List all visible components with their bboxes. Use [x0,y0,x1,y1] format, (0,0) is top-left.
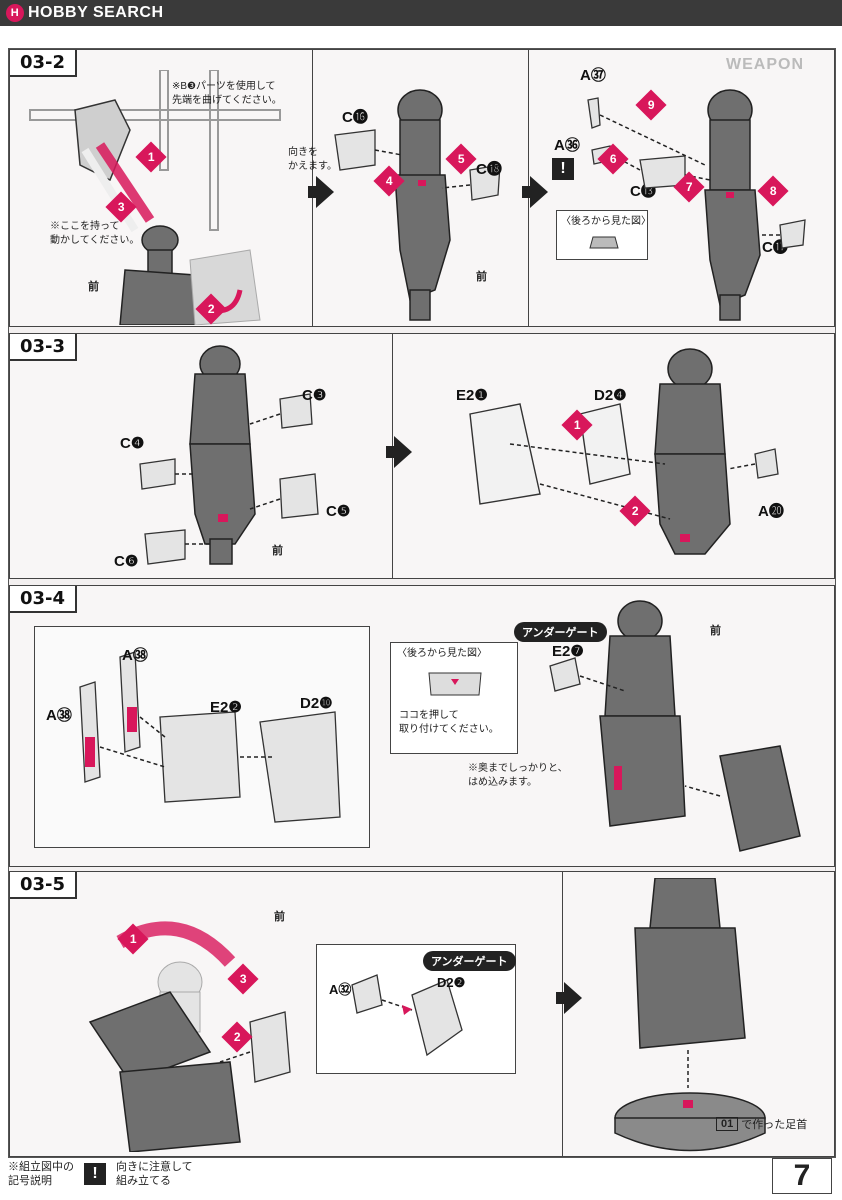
forward-label: 前 [476,271,487,283]
part-c18: C⓲ [476,161,502,178]
part-e2-1: E2❶ [456,387,488,404]
part-a37: A㊲ [580,67,606,84]
part-d2-10: D2❿ [300,695,333,712]
figure-assembly-b [587,89,806,321]
part-c4: C❹ [120,435,145,452]
ankle-ref-text: で作った足首 [741,1119,808,1131]
flow-arrow-icon [530,176,548,208]
caution-icon: ! [552,158,574,180]
flow-arrow-icon [316,176,334,208]
legend-caution-text: 向きに注意して 組み立てる [116,1161,193,1188]
forward-label: 前 [88,281,99,293]
forward-label: 前 [710,625,721,637]
figure-assembly-c [139,345,319,565]
note-push-in-deep: ※奥までしっかりと、 はめ込みます。 [468,763,568,788]
gate-detail-inset: A㉜ アンダーゲート D2❷ [316,944,516,1074]
forward-label: 前 [274,911,285,923]
manual-page: 03-2 WEAPON ※B❸パーツを使用して 先端を [8,48,836,1158]
part-d2-4: D2❹ [594,387,627,404]
step-label: 03-5 [10,872,78,899]
flow-arrow-stem [386,446,396,458]
figure-assembly-g [88,921,291,1152]
rear-view-label: 〈後ろから見た図〉 [397,648,487,659]
part-a20: A⓴ [758,503,784,520]
flow-arrow-icon [564,982,582,1014]
part-e2-2: E2❷ [210,699,242,716]
site-header: H HOBBY SEARCH [0,0,842,26]
part-a38-lower: A㊳ [46,707,72,724]
part-a32: A㉜ [329,982,352,997]
ankle-ref-box: 01 [716,1117,739,1131]
part-d2-2: D2❷ [437,975,466,990]
figure-assembly-d [469,348,779,555]
part-a36: A㊱ [554,137,580,154]
rear-view-shape [589,236,619,249]
ankle-reference: 01 で作った足首 [716,1116,807,1132]
step-label: 03-3 [10,334,78,361]
note-turn: 向きを かえます。 [288,147,337,172]
flow-arrow-stem [556,992,566,1004]
rear-view-inset: 〈後ろから見た図〉 [556,210,651,260]
symbol-legend: ※組立図中の 記号説明 ! 向きに注意して 組み立てる [8,1160,193,1189]
note-press-here: ココを押して 取り付けてください。 [399,710,499,735]
flow-arrow-stem [522,186,532,198]
figure-bend-part [29,70,281,325]
part-c16: C⓰ [342,109,368,126]
flow-arrow-stem [308,186,318,198]
flow-arrow-icon [394,436,412,468]
step-label: 03-4 [10,586,78,613]
under-gate-label: アンダーゲート [423,951,516,971]
rear-view-label: 〈後ろから見た図〉 [561,216,651,227]
figure-assembly-f [549,600,801,852]
hobbysearch-logo[interactable]: H HOBBY SEARCH [6,4,164,22]
part-a38-upper: A㊳ [122,647,148,664]
figure-assembly-h [614,878,766,1152]
note-hold-here: ※ここを持って 動かしてください。 [50,221,140,246]
step-panel-03-5: 03-5 1 2 3 前 [9,871,835,1157]
section-tag: WEAPON [726,56,804,73]
rear-view-inset: 〈後ろから見た図〉 ココを押して 取り付けてください。 [390,642,518,754]
part-c6: C❻ [114,553,139,570]
logo-text: HOBBY SEARCH [28,4,164,21]
divider [562,872,563,1156]
part-c5: C❺ [326,503,351,520]
logo-mark-icon: H [6,4,24,22]
legend-note: ※組立図中の 記号説明 [8,1161,74,1188]
part-c3: C❸ [302,387,327,404]
note-bend-b3: ※B❸パーツを使用して 先端を曲げてください。 [172,81,282,106]
step-panel-03-2: 03-2 WEAPON ※B❸パーツを使用して 先端を [9,49,835,327]
part-e2-7: E2❼ [552,643,584,660]
rear-view-shape [428,672,482,696]
page-number: 7 [772,1158,832,1194]
step-panel-03-3: 03-3 C❸ C❹ C❺ C❻ 前 [9,333,835,579]
caution-icon: ! [84,1163,106,1186]
forward-label: 前 [272,545,283,557]
under-gate-label: アンダーゲート [514,622,607,642]
figure-gate-detail [351,974,463,1057]
step-panel-03-4: 03-4 A㊳ A㊳ E2❷ D2❿ [9,585,835,867]
figure-assembly-a [334,89,501,321]
figure-assembly-e [79,651,341,823]
sub-assembly-inset [34,626,370,848]
step-label: 03-2 [10,50,78,77]
